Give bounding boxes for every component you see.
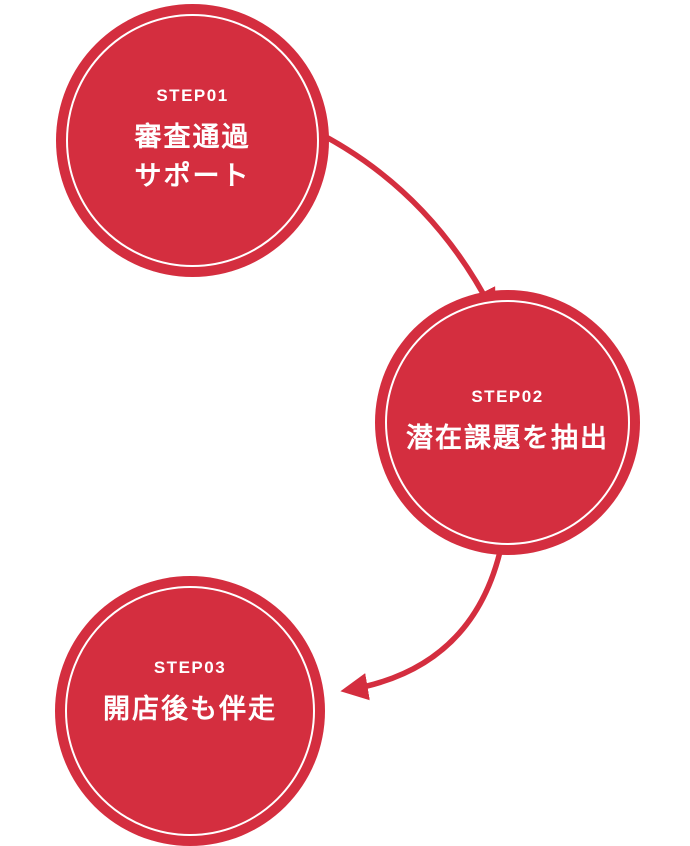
- step2-title: 潜在課題を抽出: [406, 423, 609, 454]
- step1-circle: STEP01 審査通過 サポート: [56, 4, 329, 277]
- step2-label: STEP02: [471, 387, 544, 407]
- step3-content: STEP03 開店後も伴走: [103, 658, 277, 728]
- step2-circle: STEP02 潜在課題を抽出: [375, 290, 640, 555]
- step3-title: 開店後も伴走: [103, 693, 277, 724]
- step2-content: STEP02 潜在課題を抽出: [406, 387, 609, 457]
- step1-label: STEP01: [156, 86, 229, 106]
- step1-title: 審査通過 サポート: [134, 122, 251, 191]
- step3-circle: STEP03 開店後も伴走: [55, 576, 325, 846]
- curved-arrow-step2-to-step3-icon: [340, 537, 506, 701]
- step1-content: STEP01 審査通過 サポート: [135, 86, 251, 195]
- step3-label: STEP03: [153, 657, 227, 677]
